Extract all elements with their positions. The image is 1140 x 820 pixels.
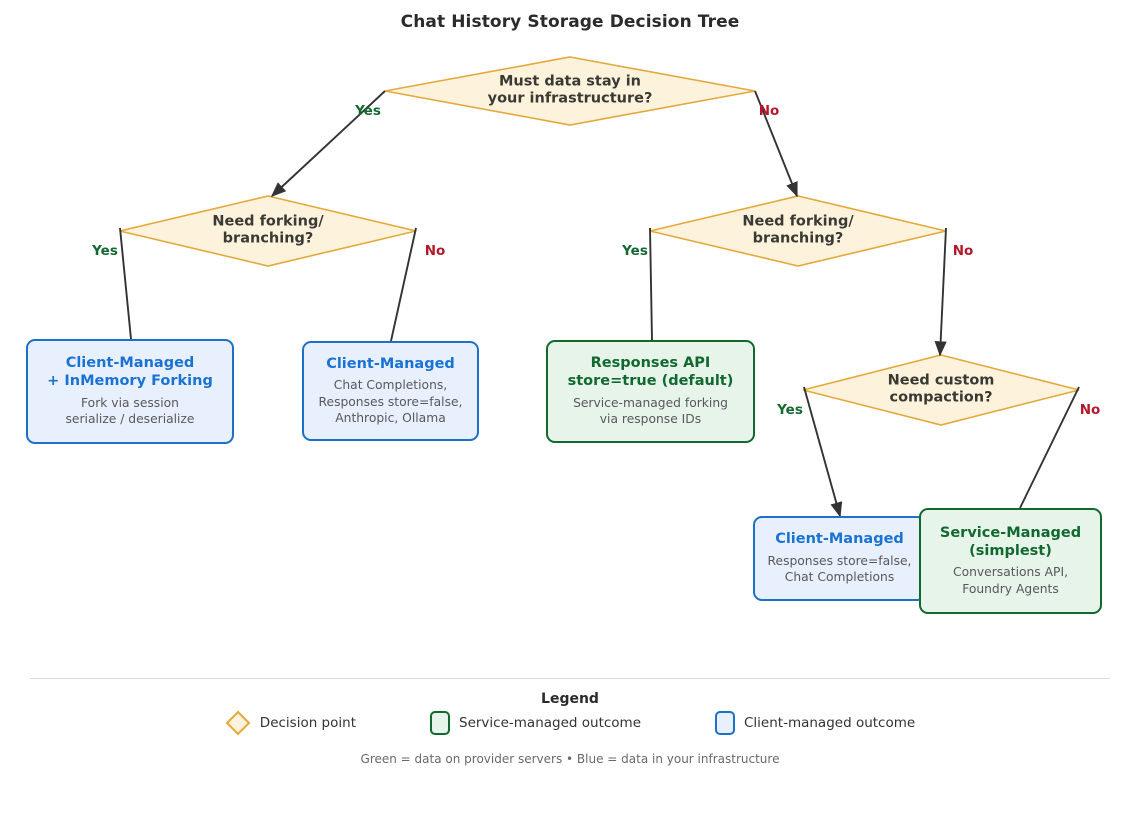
edge-forkleft-yes [119, 227, 132, 340]
edge-label-root-no: No [758, 103, 780, 119]
edge-label-forkleft-yes: Yes [92, 243, 118, 259]
edge-forkright-yes [649, 227, 653, 341]
legend-items: Decision point Service-managed outcome C… [0, 710, 1140, 736]
edge-label-forkleft-no: No [424, 243, 446, 259]
legend-label-client-managed: Client-managed outcome [744, 715, 916, 731]
decision-node-fork-left[interactable] [119, 195, 417, 267]
legend-label-decision-point: Decision point [259, 715, 356, 731]
edge-forkright-no [934, 227, 947, 357]
decision-node-root[interactable] [384, 56, 756, 126]
legend-title: Legend [541, 691, 599, 707]
outcome-subtitle-client-managed-compaction: Responses store=false, Chat Completions [767, 554, 912, 585]
edge-label-compaction-no: No [1079, 402, 1101, 418]
page-title: Chat History Storage Decision Tree [400, 12, 740, 32]
outcome-title-client-managed-basic: Client-Managed [326, 355, 455, 372]
edge-root-yes [270, 90, 386, 198]
blue-swatch-icon [715, 711, 735, 735]
edge-root-no [754, 90, 798, 198]
edge-label-forkright-yes: Yes [622, 243, 648, 259]
outcome-title-client-inmemory-forking: Client-Managed + InMemory Forking [47, 355, 213, 390]
outcome-subtitle-responses-api-store-true: Service-managed forking via response IDs [573, 395, 728, 427]
outcome-node-service-managed-simplest[interactable]: Service-Managed (simplest) Conversations … [919, 508, 1102, 614]
decision-node-compaction[interactable] [802, 354, 1080, 426]
legend-note: Green = data on provider servers • Blue … [360, 752, 780, 766]
legend-label-service-managed: Service-managed outcome [459, 715, 641, 731]
edge-label-root-yes: Yes [355, 103, 381, 119]
diamond-icon [225, 710, 251, 736]
edge-forkleft-no [390, 227, 417, 342]
outcome-subtitle-client-managed-basic: Chat Completions, Responses store=false,… [318, 378, 463, 426]
edge-label-forkright-no: No [952, 243, 974, 259]
decision-node-fork-right[interactable] [649, 195, 947, 267]
outcome-title-service-managed-simplest: Service-Managed (simplest) [939, 524, 1082, 559]
legend-item-service-managed: Service-managed outcome [430, 711, 641, 735]
legend-divider [30, 678, 1110, 679]
outcome-title-client-managed-compaction: Client-Managed [775, 531, 904, 548]
outcome-node-responses-api-store-true[interactable]: Responses API store=true (default) Servic… [546, 340, 755, 443]
green-swatch-icon [430, 711, 450, 735]
edge-label-compaction-yes: Yes [777, 402, 803, 418]
outcome-subtitle-client-inmemory-forking: Fork via session serialize / deserialize [65, 395, 195, 427]
edge-compaction-yes [803, 386, 843, 518]
outcome-subtitle-service-managed-simplest: Conversations API, Foundry Agents [953, 565, 1068, 596]
edge-compaction-no [1019, 386, 1080, 509]
outcome-title-responses-api-store-true: Responses API store=true (default) [567, 355, 734, 390]
legend-item-client-managed: Client-managed outcome [715, 711, 915, 735]
legend-item-decision-point: Decision point [225, 710, 356, 736]
